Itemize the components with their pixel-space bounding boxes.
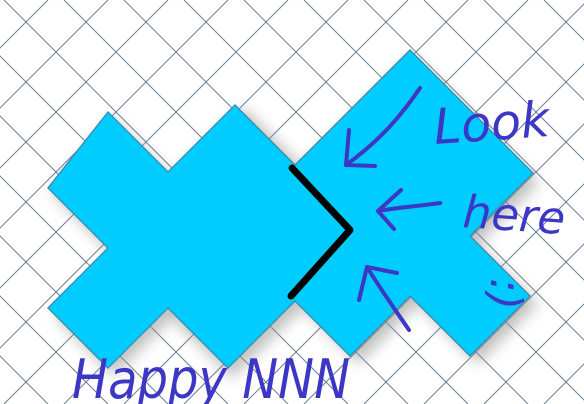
caption-label: Happy NNN: [72, 348, 350, 404]
grid-line: [483, 0, 584, 101]
grid-line: [423, 0, 584, 161]
here-label: here: [461, 185, 567, 245]
arrow-up-left-icon: [344, 86, 422, 168]
arrow-down-left-icon: [357, 265, 411, 332]
grid-line: [0, 295, 109, 404]
grid-line: [0, 0, 109, 109]
arrow-left-icon: [376, 188, 442, 231]
grid-line: [363, 183, 584, 404]
grid-line: [0, 0, 229, 229]
look-label: Look: [432, 91, 553, 156]
grid-line: [483, 303, 584, 404]
smiley-label: :): [480, 278, 531, 310]
cyan-x-shape: [47, 49, 534, 369]
black-chevron-divider: [287, 164, 354, 300]
grid-line: [0, 0, 169, 169]
